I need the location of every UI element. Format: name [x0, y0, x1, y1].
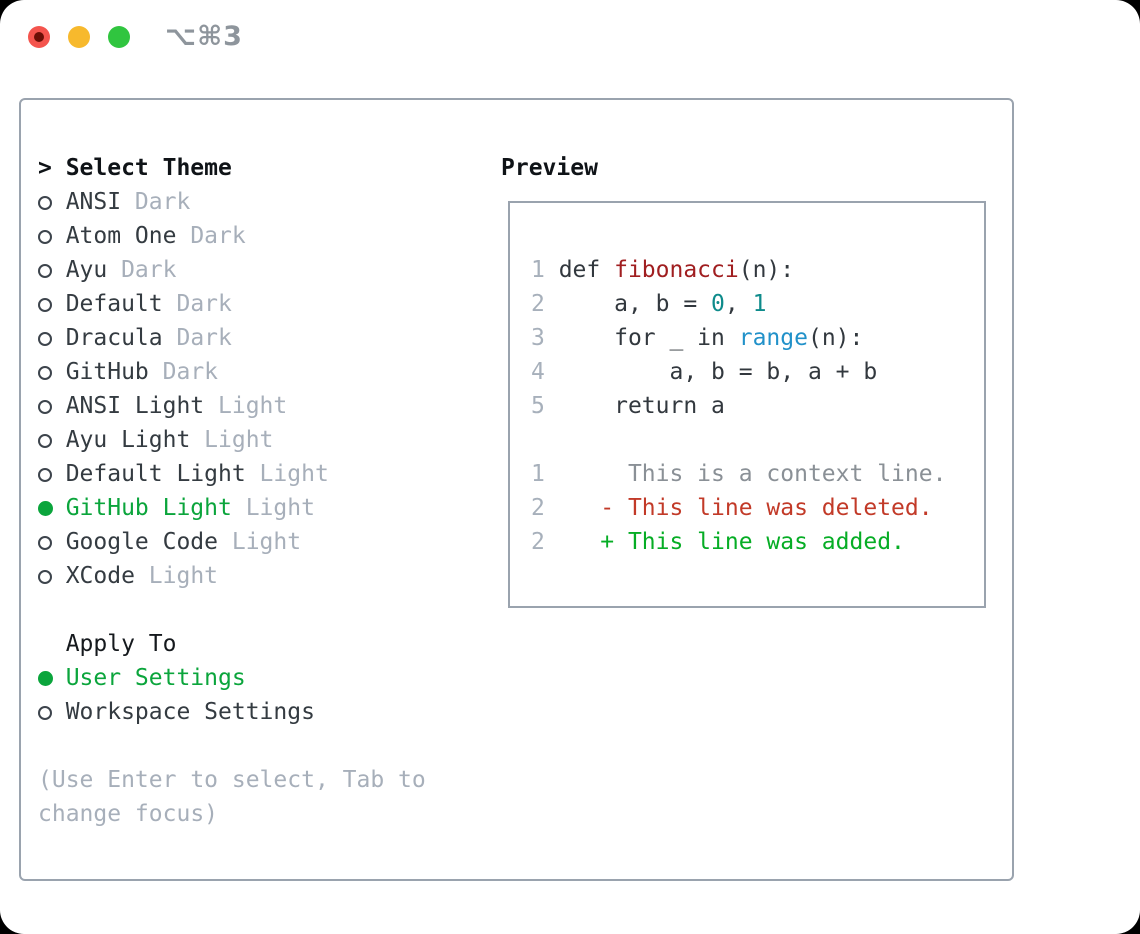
code-line: 2 a, b = 0, 1: [531, 291, 767, 317]
radio-unselected-icon: [38, 457, 66, 491]
option-tag: Light: [204, 393, 288, 419]
apply-to-label: Apply To: [65, 631, 177, 657]
theme-option-ansi[interactable]: ANSI Dark: [38, 185, 426, 219]
spacer: [38, 593, 426, 627]
select-theme-header: > Select Theme: [38, 151, 426, 185]
select-theme-label: Select Theme: [65, 155, 232, 181]
apply-to-header: Apply To: [38, 627, 426, 661]
theme-option-ayu-light[interactable]: Ayu Light Light: [38, 423, 426, 457]
radio-selected-icon: [38, 491, 66, 525]
option-label: Atom One: [65, 223, 177, 249]
option-label: GitHub Light: [65, 495, 232, 521]
theme-option-google-code[interactable]: Google Code Light: [38, 525, 426, 559]
option-label: Default Light: [65, 461, 246, 487]
option-tag: Dark: [162, 325, 232, 351]
option-label: GitHub: [65, 359, 149, 385]
theme-option-dracula[interactable]: Dracula Dark: [38, 321, 426, 355]
theme-option-ayu[interactable]: Ayu Dark: [38, 253, 426, 287]
window-title: ⌥⌘3: [165, 21, 243, 52]
option-label: User Settings: [65, 665, 246, 691]
minimize-button[interactable]: [68, 26, 90, 48]
code-line: [531, 423, 946, 457]
apply-option-workspace-settings[interactable]: Workspace Settings: [38, 695, 426, 729]
theme-option-default-light[interactable]: Default Light Light: [38, 457, 426, 491]
option-label: Default: [65, 291, 163, 317]
code-line: 4 a, b = b, a + b: [531, 359, 878, 385]
radio-unselected-icon: [38, 321, 66, 355]
radio-unselected-icon: [38, 287, 66, 321]
preview-label: Preview: [501, 155, 598, 181]
radio-selected-icon: [38, 661, 66, 695]
code-line: 2 - This line was deleted.: [531, 495, 933, 521]
radio-unselected-icon: [38, 219, 66, 253]
theme-option-github-light[interactable]: GitHub Light Light: [38, 491, 426, 525]
option-label: XCode: [65, 563, 135, 589]
radio-unselected-icon: [38, 525, 66, 559]
option-tag: Dark: [121, 189, 191, 215]
option-label: ANSI Light: [65, 393, 205, 419]
option-tag: Light: [134, 563, 219, 589]
radio-unselected-icon: [38, 423, 66, 457]
radio-unselected-icon: [38, 355, 66, 389]
spacer: [38, 729, 426, 763]
code-line: 3 for _ in range(n):: [531, 325, 864, 351]
option-tag: Dark: [107, 257, 177, 283]
theme-option-github[interactable]: GitHub Dark: [38, 355, 426, 389]
option-tag: Dark: [148, 359, 219, 385]
radio-unselected-icon: [38, 559, 66, 593]
option-tag: Dark: [176, 223, 246, 249]
theme-option-default[interactable]: Default Dark: [38, 287, 426, 321]
prompt-icon: >: [38, 155, 52, 181]
option-label: Ayu Light: [65, 427, 191, 453]
help-text-line-2: change focus): [38, 801, 219, 827]
theme-option-atom-one[interactable]: Atom One Dark: [38, 219, 426, 253]
theme-option-xcode[interactable]: XCode Light: [38, 559, 426, 593]
option-tag: Light: [245, 461, 329, 487]
code-line: 2 + This line was added.: [531, 529, 905, 555]
option-label: ANSI: [65, 189, 122, 215]
zoom-button[interactable]: [108, 26, 130, 48]
help-text-line-1: (Use Enter to select, Tab to: [38, 767, 426, 793]
radio-unselected-icon: [38, 253, 66, 287]
radio-unselected-icon: [38, 695, 66, 729]
code-line: 1 def fibonacci(n):: [531, 257, 795, 283]
option-label: Google Code: [65, 529, 219, 555]
option-tag: Light: [218, 529, 302, 555]
code-line: 1 This is a context line.: [531, 461, 947, 487]
preview-code: 1 def fibonacci(n): 2 a, b = 0, 1 3 for _ …: [531, 253, 946, 559]
apply-option-user-settings[interactable]: User Settings: [38, 661, 426, 695]
option-tag: Light: [231, 495, 315, 521]
option-label: Workspace Settings: [65, 699, 315, 725]
option-tag: Light: [190, 427, 274, 453]
option-tag: Dark: [162, 291, 232, 317]
preview-box: [508, 201, 986, 608]
theme-option-ansi-light[interactable]: ANSI Light Light: [38, 389, 426, 423]
close-button[interactable]: [28, 26, 50, 48]
option-label: Ayu: [65, 257, 108, 283]
radio-unselected-icon: [38, 389, 66, 423]
option-label: Dracula: [65, 325, 163, 351]
code-line: 5 return a: [531, 393, 725, 419]
radio-unselected-icon: [38, 185, 66, 219]
